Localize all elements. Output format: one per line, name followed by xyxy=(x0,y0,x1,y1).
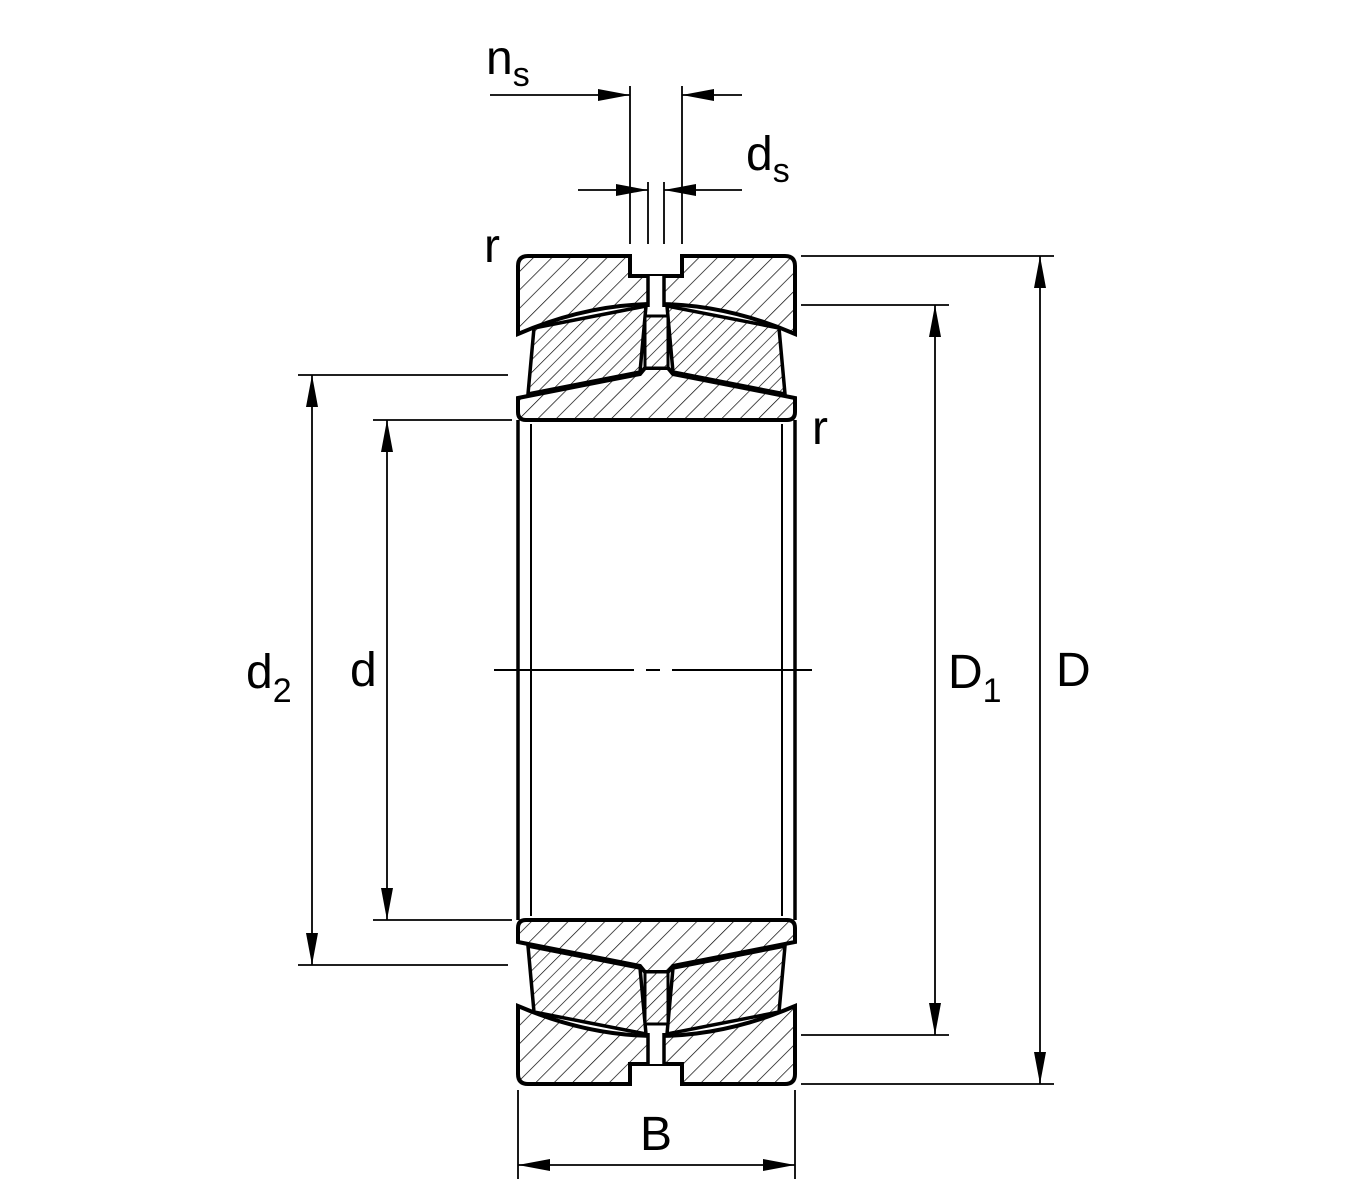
cage-guide-top xyxy=(643,314,670,370)
arrow-B-left xyxy=(518,1159,550,1171)
dim-d2: d2 xyxy=(246,374,508,966)
arrow-D-top xyxy=(1034,256,1046,288)
label-d2: d2 xyxy=(246,646,292,710)
cage-guide-bottom xyxy=(643,970,670,1026)
arrow-d2-top xyxy=(306,375,318,407)
dim-d: d xyxy=(350,419,512,921)
lubrication-hole-bottom xyxy=(648,1033,664,1064)
arrow-D1-top xyxy=(929,305,941,337)
roller-bottom-right xyxy=(665,943,787,1037)
dim-D: D xyxy=(801,255,1091,1085)
lubrication-hole-top xyxy=(648,276,664,307)
label-r-outer: r xyxy=(484,220,500,273)
arrow-d-bottom xyxy=(381,888,393,920)
label-d: d xyxy=(350,644,377,697)
arrow-B-right xyxy=(763,1159,795,1171)
arrow-d-top xyxy=(381,420,393,452)
roller-top-right xyxy=(665,303,787,397)
roller-top-left xyxy=(526,303,648,397)
dimensions: ns ds r r d2 xyxy=(246,32,1091,1179)
arrow-D1-bottom xyxy=(929,1003,941,1035)
dim-B: B xyxy=(517,1090,796,1179)
label-D: D xyxy=(1056,644,1091,697)
arrow-ds-left xyxy=(616,184,648,196)
roller-bottom-left xyxy=(526,943,648,1037)
label-ds: ds xyxy=(746,128,790,190)
label-B: B xyxy=(640,1108,672,1161)
label-ns: ns xyxy=(486,32,530,94)
arrow-D-bottom xyxy=(1034,1052,1046,1084)
arrow-d2-bottom xyxy=(306,933,318,965)
dim-ds: ds xyxy=(578,128,790,244)
dim-ns: ns xyxy=(486,32,742,244)
inner-ring-top-section xyxy=(516,366,797,422)
arrow-ns-left xyxy=(598,89,630,101)
inner-ring-bottom-section xyxy=(516,918,797,974)
label-D1: D1 xyxy=(948,646,1002,710)
arrow-ds-right xyxy=(664,184,696,196)
dim-D1: D1 xyxy=(801,304,1002,1036)
bearing-section xyxy=(516,254,797,1086)
label-r-inner: r xyxy=(812,402,828,455)
arrow-ns-right xyxy=(682,89,714,101)
